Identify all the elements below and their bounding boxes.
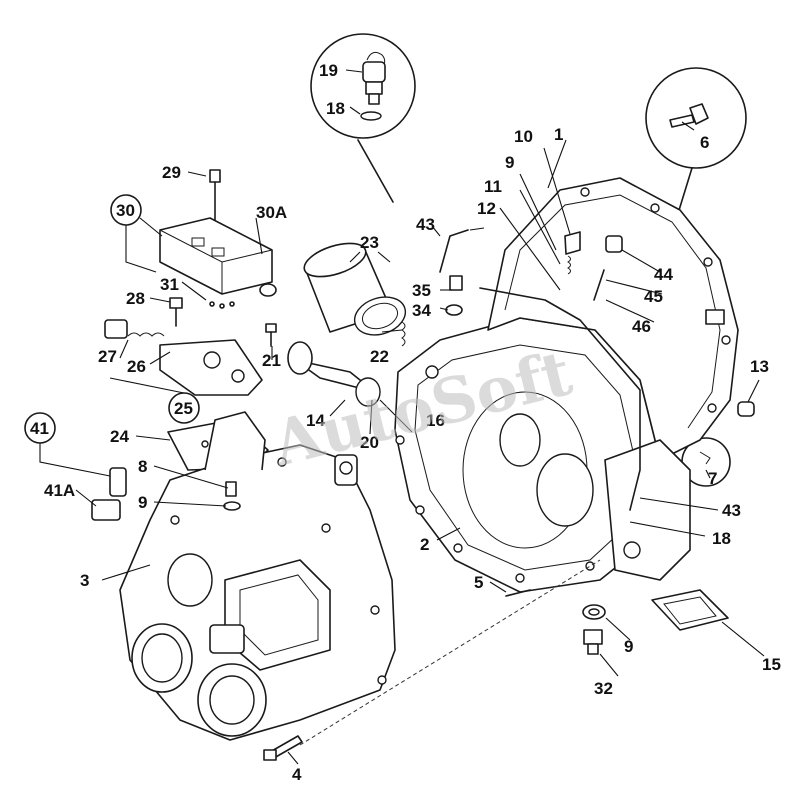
fitting-35-34: [445, 275, 463, 316]
callout-41: 41: [30, 419, 49, 438]
screw-21: [265, 323, 277, 347]
callout-30A: 30A: [256, 203, 287, 222]
screw-29: [209, 169, 221, 221]
callout-9-top: 9: [505, 153, 514, 172]
plug-13: [737, 401, 755, 417]
pressure-regulator: [104, 319, 263, 396]
callout-8: 8: [138, 457, 147, 476]
transmission-case: [119, 411, 396, 741]
callout-6: 6: [700, 133, 709, 152]
callout-9-left: 9: [138, 493, 147, 512]
drain-plug-32: [583, 629, 603, 655]
callout-5: 5: [474, 573, 483, 592]
callout-41A: 41A: [44, 481, 75, 500]
callout-10: 10: [514, 127, 533, 146]
solenoid-valve: [159, 217, 277, 309]
washer-9: [582, 604, 606, 620]
callout-29: 29: [162, 163, 181, 182]
side-cover: [604, 439, 691, 581]
detail-bubble-sensor: [310, 33, 416, 203]
callout-11: 11: [484, 177, 502, 196]
dowel-5: [505, 589, 531, 597]
detail-bubble-bolt: [645, 67, 747, 221]
callout-18-top: 18: [326, 99, 345, 118]
callout-30: 30: [116, 201, 135, 220]
callout-35: 35: [412, 281, 431, 300]
callout-43-top: 43: [416, 215, 435, 234]
pan-15: [651, 589, 729, 631]
callout-25: 25: [174, 399, 193, 418]
callout-43-right: 43: [722, 501, 741, 520]
callout-15: 15: [762, 655, 781, 674]
bell-housing: [487, 177, 739, 461]
leader-lines: [39, 69, 765, 765]
callout-2: 2: [420, 535, 429, 554]
callout-32: 32: [594, 679, 613, 698]
callout-labels: 1 2 3 4 5 6 7 8 9 9 9 10 11 12 13 14 15 …: [30, 61, 781, 784]
clutch-housing: [394, 317, 661, 593]
valve-10-11: [564, 231, 581, 275]
callout-21: 21: [262, 351, 281, 370]
callout-22: 22: [370, 347, 389, 366]
suction-tube: [287, 341, 381, 407]
screw-28: [169, 297, 183, 327]
callout-19: 19: [319, 61, 338, 80]
bolt-4: [263, 735, 303, 761]
callout-20: 20: [360, 433, 379, 452]
pipe-43: [439, 229, 641, 511]
callout-34: 34: [412, 301, 431, 320]
callout-13: 13: [750, 357, 769, 376]
oil-filter: [303, 242, 407, 347]
callout-12: 12: [477, 199, 496, 218]
callout-14: 14: [306, 411, 325, 430]
callout-18-right: 18: [712, 529, 731, 548]
callout-27: 27: [98, 347, 117, 366]
callout-16: 16: [426, 411, 445, 430]
callout-9-bottom: 9: [624, 637, 633, 656]
callout-31: 31: [160, 275, 179, 294]
callout-46: 46: [632, 317, 651, 336]
speed-sensor: [91, 467, 127, 521]
callout-44: 44: [654, 265, 673, 284]
callout-28: 28: [126, 289, 145, 308]
callout-3: 3: [80, 571, 89, 590]
callout-24: 24: [110, 427, 129, 446]
callout-1: 1: [554, 125, 563, 144]
plug-44-45: [593, 235, 623, 301]
callout-23: 23: [360, 233, 379, 252]
callout-26: 26: [127, 357, 146, 376]
callout-45: 45: [644, 287, 663, 306]
callout-4: 4: [292, 765, 302, 784]
callout-7: 7: [708, 469, 717, 488]
